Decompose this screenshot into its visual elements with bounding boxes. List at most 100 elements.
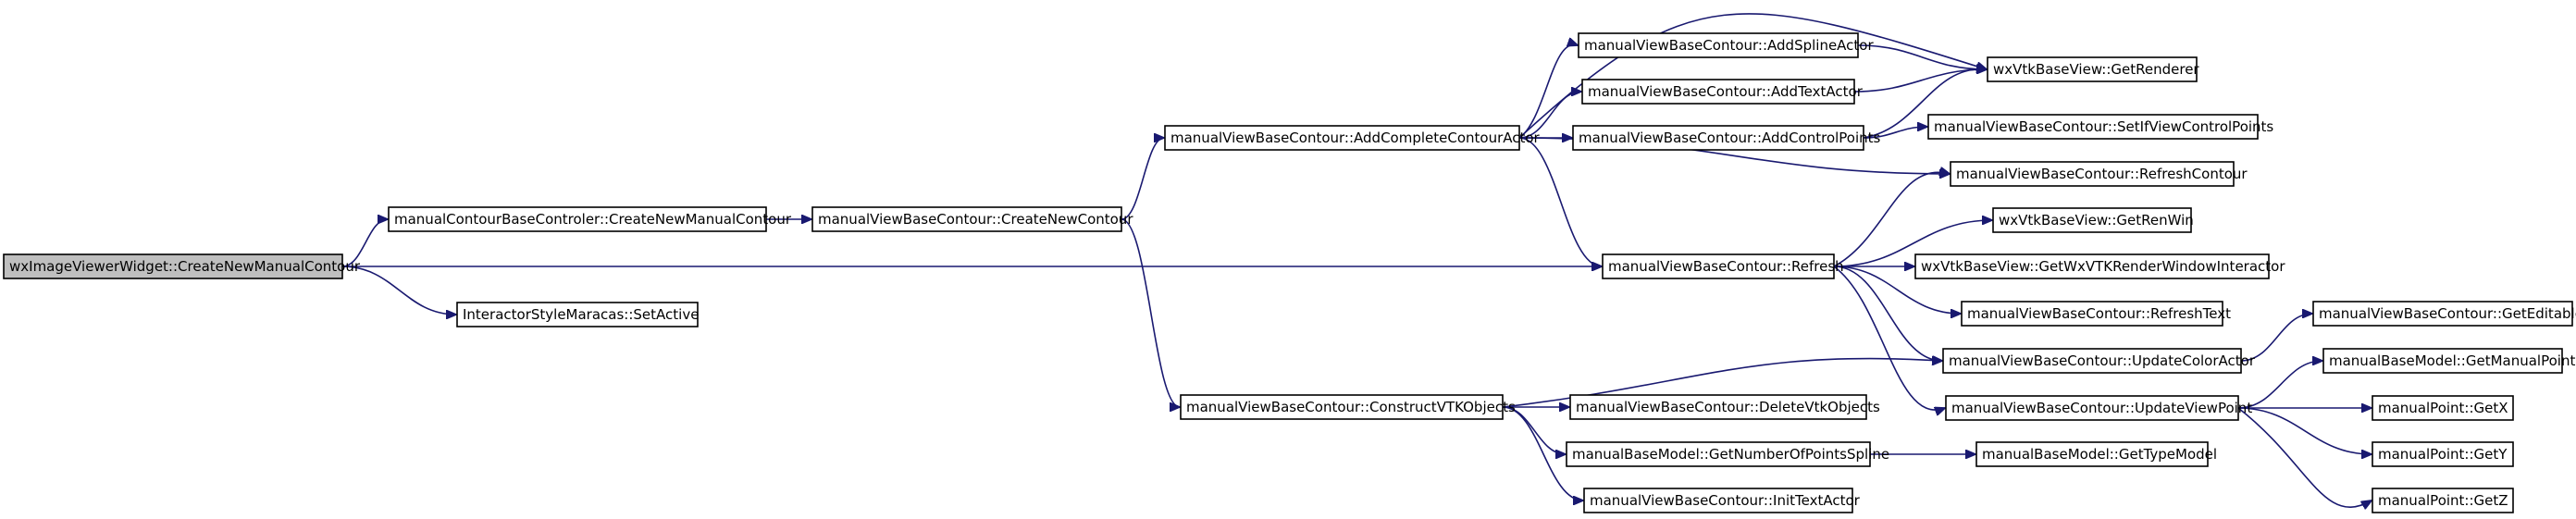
node-label: manualContourBaseControler::CreateNewMan… <box>394 211 792 228</box>
edge-n9-to-n16 <box>1833 220 1992 267</box>
node-manualviewbasecontour-createnewcontour[interactable]: manualViewBaseContour::CreateNewContour <box>811 206 1133 232</box>
node-label: manualViewBaseContour::RefreshText <box>1967 305 2231 322</box>
edge-line <box>1833 172 1950 267</box>
node-manualpoint-gety[interactable]: manualPoint::GetY <box>2372 441 2514 467</box>
node-label: manualBaseModel::GetNumberOfPointsSpline <box>1572 446 1889 463</box>
edge-n9-to-n18 <box>1833 266 1961 314</box>
edge-line <box>1121 138 1164 220</box>
node-manualviewbasecontour-deletevtkobjects[interactable]: manualViewBaseContour::DeleteVtkObjects <box>1569 394 1880 420</box>
nodes-layer: wxImageViewerWidget::CreateNewManualCont… <box>3 32 2576 513</box>
node-label: manualBaseModel::GetManualPoint <box>2329 352 2575 369</box>
node-manualviewbasecontour-refresh[interactable]: manualViewBaseContour::Refresh <box>1602 253 1844 279</box>
node-wxvtkbaseview-getrenwin[interactable]: wxVtkBaseView::GetRenWin <box>1992 207 2194 233</box>
node-manualviewbasecontour-addcompletecontouractor[interactable]: manualViewBaseContour::AddCompleteContou… <box>1164 125 1541 151</box>
edge-line <box>1518 13 1987 139</box>
node-manualcontourbasecontroler-createnewmanualcontour[interactable]: manualContourBaseControler::CreateNewMan… <box>388 206 792 232</box>
node-label: wxVtkBaseView::GetRenderer <box>1993 61 2199 78</box>
edge-n4-to-n7 <box>1518 92 1581 139</box>
node-label: manualViewBaseContour::DeleteVtkObjects <box>1576 399 1880 415</box>
node-manualbasemodel-getmanualpoint[interactable]: manualBaseModel::GetManualPoint <box>2322 348 2575 374</box>
edge-n8-to-n13 <box>1863 69 1987 139</box>
node-label: manualPoint::GetZ <box>2378 492 2508 509</box>
node-label: manualViewBaseContour::GetEditable <box>2319 305 2576 322</box>
edge-line <box>1518 137 1602 266</box>
node-manualviewbasecontour-geteditable[interactable]: manualViewBaseContour::GetEditable <box>2312 301 2576 327</box>
node-label: manualViewBaseContour::AddSplineActor <box>1584 37 1874 54</box>
node-label: manualViewBaseContour::UpdateViewPoint <box>1951 400 2252 416</box>
edge-line <box>2240 314 2312 362</box>
node-wxvtkbaseview-getwxvtkrenderwindowinteractor[interactable]: wxVtkBaseView::GetWxVTKRenderWindowInter… <box>1914 253 2285 279</box>
edge-line <box>2237 361 2322 409</box>
node-manualpoint-getx[interactable]: manualPoint::GetX <box>2372 395 2514 421</box>
node-label: wxVtkBaseView::GetRenWin <box>1999 212 2194 229</box>
node-manualbasemodel-getnumberofpointsspline[interactable]: manualBaseModel::GetNumberOfPointsSpline <box>1566 441 1889 467</box>
node-wximageviewerwidget-createnewmanualcontour[interactable]: wxImageViewerWidget::CreateNewManualCont… <box>3 253 361 279</box>
edge-line <box>1518 92 1581 139</box>
edge-line <box>341 219 388 267</box>
node-label: manualPoint::GetX <box>2378 400 2508 416</box>
edge-n20-to-n26 <box>2237 407 2372 507</box>
node-label: manualViewBaseContour::CreateNewContour <box>818 211 1133 228</box>
edge-n8-to-n14 <box>1863 127 1927 139</box>
edge-line <box>1857 44 1987 69</box>
node-label: manualViewBaseContour::ConstructVTKObjec… <box>1186 399 1516 415</box>
node-interactorstylemaracas-setactive[interactable]: InteractorStyleMaracas::SetActive <box>456 302 699 327</box>
node-manualviewbasecontour-refreshcontour[interactable]: manualViewBaseContour::RefreshContour <box>1950 161 2248 187</box>
node-manualviewbasecontour-addcontrolpoints[interactable]: manualViewBaseContour::AddControlPoints <box>1572 125 1881 151</box>
edge-n0-to-n1 <box>341 219 388 267</box>
edge-n9-to-n20 <box>1833 266 1945 410</box>
edge-line <box>1502 406 1583 500</box>
node-label: manualPoint::GetY <box>2378 446 2508 463</box>
edge-line <box>1853 69 1987 93</box>
node-manualviewbasecontour-constructvtkobjects[interactable]: manualViewBaseContour::ConstructVTKObjec… <box>1180 394 1516 420</box>
edge-line <box>1833 266 1942 361</box>
node-manualbasemodel-gettypemodel[interactable]: manualBaseModel::GetTypeModel <box>1975 441 2217 467</box>
edge-line <box>2237 407 2372 507</box>
node-manualviewbasecontour-updatecoloractor[interactable]: manualViewBaseContour::UpdateColorActor <box>1942 348 2256 374</box>
edge-line <box>1121 218 1180 407</box>
edge-n3-to-n5 <box>1121 218 1180 407</box>
node-manualviewbasecontour-refreshtext[interactable]: manualViewBaseContour::RefreshText <box>1961 301 2231 327</box>
node-wxvtkbaseview-getrenderer[interactable]: wxVtkBaseView::GetRenderer <box>1987 56 2199 82</box>
node-label: manualViewBaseContour::SetIfViewControlP… <box>1934 118 2273 135</box>
edge-line <box>1833 266 1961 314</box>
edge-n20-to-n23 <box>2237 361 2322 409</box>
node-label: wxImageViewerWidget::CreateNewManualCont… <box>9 258 361 275</box>
edge-line <box>1518 44 1578 139</box>
edge-line <box>2237 407 2372 454</box>
edge-n3-to-n4 <box>1121 138 1164 220</box>
node-manualviewbasecontour-addtextactor[interactable]: manualViewBaseContour::AddTextActor <box>1581 79 1864 105</box>
edge-line <box>1833 266 1945 410</box>
node-manualviewbasecontour-updateviewpoint[interactable]: manualViewBaseContour::UpdateViewPoint <box>1945 395 2252 421</box>
edge-line <box>1863 69 1987 139</box>
edge-n20-to-n25 <box>2237 407 2372 454</box>
edge-n4-to-n9 <box>1518 137 1602 266</box>
edge-n6-to-n13 <box>1857 44 1987 69</box>
edge-n19-to-n22 <box>2240 314 2312 362</box>
edge-n4-to-n6 <box>1518 44 1578 139</box>
node-manualpoint-getz[interactable]: manualPoint::GetZ <box>2372 488 2514 513</box>
node-label: manualViewBaseContour::AddTextActor <box>1588 83 1864 100</box>
node-label: manualViewBaseContour::AddControlPoints <box>1579 130 1881 146</box>
node-label: wxVtkBaseView::GetWxVTKRenderWindowInter… <box>1921 258 2285 275</box>
node-manualviewbasecontour-inittextactor[interactable]: manualViewBaseContour::InitTextActor <box>1583 488 1861 513</box>
edge-n9-to-n19 <box>1833 266 1942 361</box>
edge-line <box>1863 127 1927 139</box>
node-manualviewbasecontour-addsplineactor[interactable]: manualViewBaseContour::AddSplineActor <box>1578 32 1874 58</box>
node-label: manualViewBaseContour::RefreshContour <box>1956 166 2248 182</box>
edge-n5-to-n12 <box>1502 406 1583 500</box>
edge-n9-to-n15 <box>1833 172 1950 267</box>
node-label: manualViewBaseContour::AddCompleteContou… <box>1170 130 1541 146</box>
node-label: manualViewBaseContour::Refresh <box>1608 258 1844 275</box>
node-label: manualViewBaseContour::InitTextActor <box>1590 492 1861 509</box>
node-manualviewbasecontour-setifviewcontrolpoints[interactable]: manualViewBaseContour::SetIfViewControlP… <box>1927 114 2273 140</box>
edge-line <box>1833 220 1992 267</box>
node-label: manualViewBaseContour::UpdateColorActor <box>1949 352 2256 369</box>
node-label: InteractorStyleMaracas::SetActive <box>463 306 699 323</box>
node-label: manualBaseModel::GetTypeModel <box>1982 446 2217 463</box>
edge-n0-to-n2 <box>341 266 456 315</box>
edge-n7-to-n13 <box>1853 69 1987 93</box>
edge-n4-to-n13 <box>1518 13 1987 139</box>
edge-line <box>341 266 456 315</box>
